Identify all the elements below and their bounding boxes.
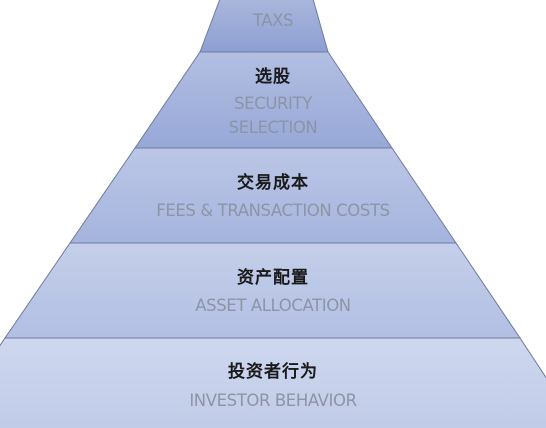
tier-investor-behavior-zh-label: 投资者行为	[228, 362, 318, 382]
tier-asset-allocation-en-label: ASSET ALLOCATION	[195, 296, 351, 315]
tier-fees-zh-label: 交易成本	[237, 173, 309, 193]
pyramid-tier-fees-transaction-costs	[69, 147, 457, 244]
tier-security-selection-zh-label: 选股	[255, 67, 291, 87]
tier-investor-behavior-en-label: INVESTOR BEHAVIOR	[189, 391, 357, 410]
tier-taxes-en-label: TAXS	[252, 11, 294, 30]
tier-security-selection-en-label-line1: SECURITY	[234, 94, 312, 113]
tier-fees-en-label: FEES & TRANSACTION COSTS	[156, 201, 390, 220]
pyramid-tier-investor-behavior	[0, 337, 546, 428]
pyramid-tier-asset-allocation	[4, 242, 521, 339]
tier-security-selection-en-label-line2: SELECTION	[228, 118, 318, 137]
tier-asset-allocation-zh-label: 资产配置	[237, 268, 309, 288]
